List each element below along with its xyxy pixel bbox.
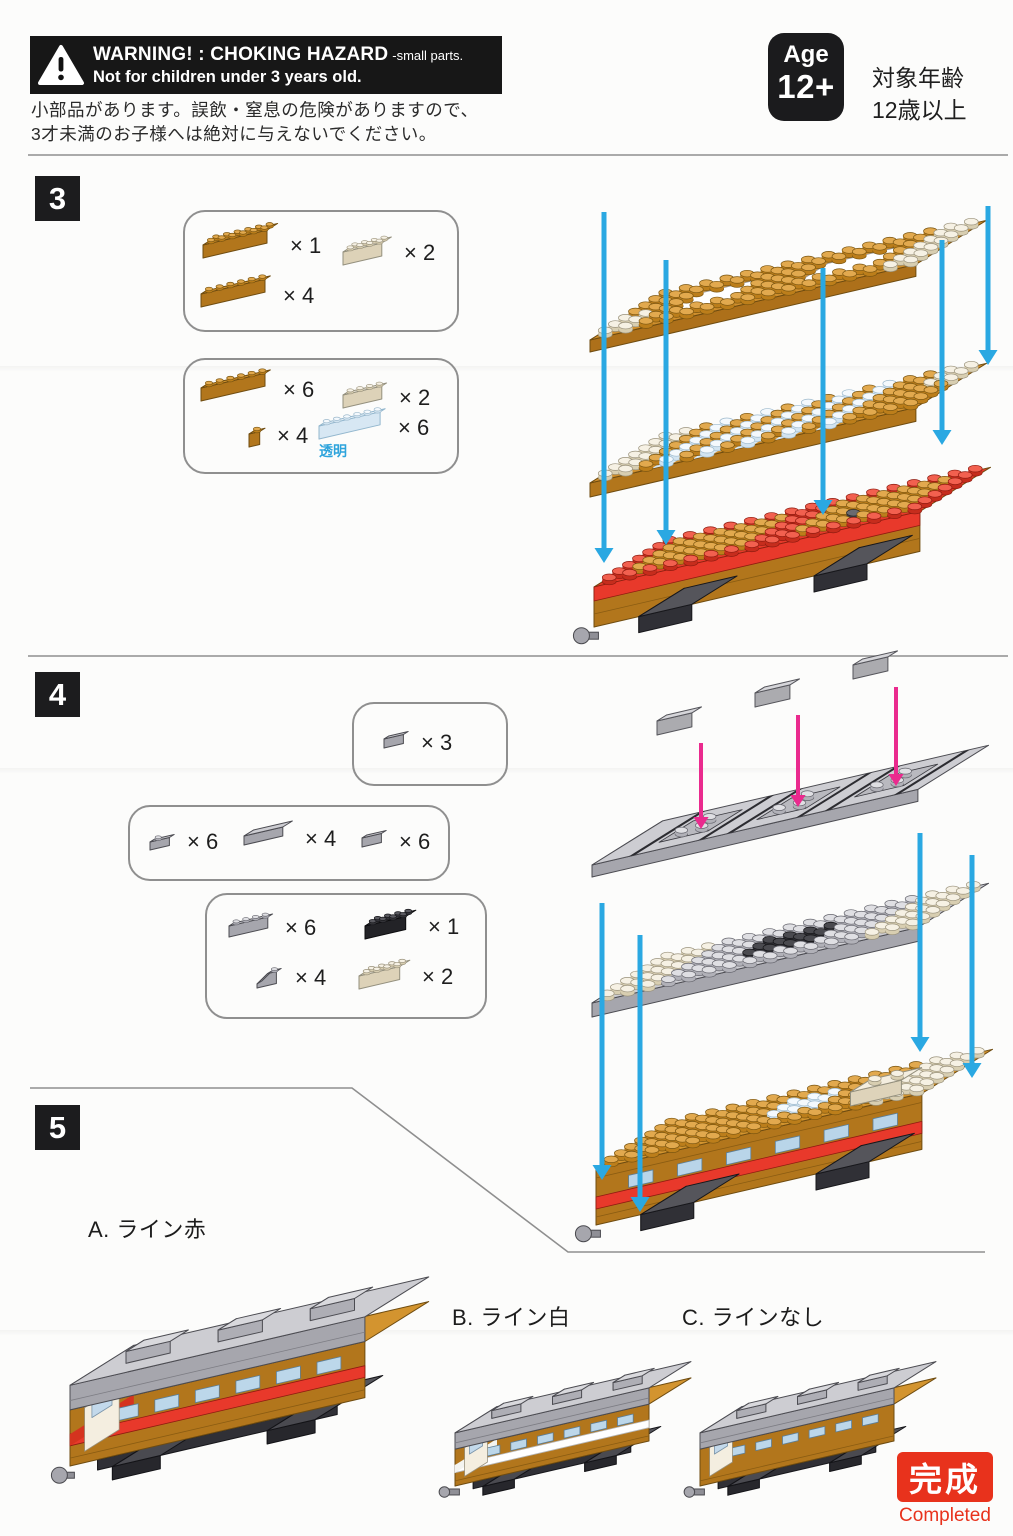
quantity-label: × 4 (305, 825, 337, 851)
quantity-label: × 1 (428, 913, 460, 939)
quantity-label: × 2 (404, 240, 436, 265)
variant-c-label: C. ラインなし (682, 1305, 825, 1330)
cream-1x4-brick-icon (342, 381, 388, 409)
train-variant-b-white-line (438, 1361, 692, 1498)
step-3-assembly-diagram (572, 206, 998, 645)
step-4-parts-box-2: × 6 × 4 × 6 (128, 805, 450, 881)
parts-item: × 4 (238, 820, 337, 852)
brown-2x6-brick-icon (202, 222, 279, 259)
parts-item: × 6 (223, 911, 316, 944)
age-target-text: 対象年齢 12歳以上 (872, 65, 967, 123)
parts-item: × 6 透明 (313, 407, 430, 459)
quantity-label: × 3 (421, 730, 453, 755)
step-3-number: 3 (35, 176, 80, 221)
variant-a-label: A. ライン赤 (88, 1217, 207, 1242)
warning-suffix: -small parts. (392, 47, 464, 63)
transparent-note: 透明 (319, 443, 347, 459)
brown-1x6-brick-icon (200, 368, 271, 402)
train-variant-c-no-line (683, 1361, 937, 1498)
age-badge-value: 12+ (777, 68, 835, 105)
step-4-parts-box-3: × 6 × 1 × 4 × 2 (205, 893, 487, 1019)
step-5-number: 5 (35, 1105, 80, 1150)
black-2x4-brick-icon (364, 908, 417, 940)
quantity-label: × 4 (295, 965, 327, 990)
parts-item: × 4 (243, 418, 308, 454)
gray-1x2-tile-icon (383, 731, 409, 749)
warning-title: WARNING! : CHOKING HAZARD (93, 43, 389, 65)
step-4-parts-box-1: × 3 (352, 702, 508, 786)
variant-b-label: B. ライン白 (452, 1305, 571, 1330)
quantity-label: × 6 (285, 914, 317, 940)
parts-item: × 1 (197, 222, 322, 265)
cream-2x4-brick-icon (358, 958, 411, 990)
gray-1x2-tile-icon (361, 830, 387, 848)
gray-1x2-plate-with-stud-icon (149, 834, 175, 851)
white-2x4-brick-icon (342, 235, 392, 266)
quantity-label: × 6 (283, 377, 315, 402)
gray-2x4-tile-icon (243, 820, 293, 846)
parts-item: × 6 (195, 368, 315, 408)
clear-1x6-brick-icon (318, 407, 386, 440)
parts-item: × 3 (378, 730, 452, 756)
quantity-label: × 6 (398, 415, 430, 440)
step-4-number: 4 (35, 672, 80, 717)
completed-english-label: Completed (899, 1505, 991, 1526)
parts-item: × 6 (356, 829, 430, 855)
warning-triangle-icon (38, 45, 84, 85)
quantity-label: × 6 (399, 829, 431, 854)
step-3-parts-box-2: × 6 × 2 × 4 × 6 透明 (183, 358, 459, 474)
parts-item: × 2 (337, 234, 435, 272)
parts-item: × 1 (359, 907, 459, 946)
parts-item: × 2 (353, 957, 453, 996)
completed-badge: 完成 (897, 1452, 993, 1502)
step-4-assembly-diagram (574, 650, 993, 1243)
train-variant-a-red-line (50, 1276, 430, 1484)
quantity-label: × 1 (290, 232, 322, 258)
parts-item: × 4 (195, 274, 315, 314)
warning-line2: Not for children under 3 years old. (93, 67, 362, 86)
quantity-label: × 4 (277, 423, 309, 448)
parts-item: × 2 (337, 380, 430, 415)
age-badge: Age 12+ (768, 33, 844, 121)
warning-banner: WARNING! : CHOKING HAZARD-small parts. N… (30, 36, 502, 94)
quantity-label: × 2 (399, 384, 431, 410)
age-badge-label: Age (783, 41, 829, 68)
brown-1x1-brick-icon (248, 426, 266, 448)
brown-1x6-brick-icon (200, 274, 271, 308)
gray-1x2-slope-icon (256, 967, 282, 989)
gray-1x4-brick-icon (228, 912, 274, 938)
parts-item: × 4 (251, 961, 326, 995)
quantity-label: × 2 (422, 963, 454, 989)
quantity-label: × 4 (283, 283, 315, 308)
jp-warning-line2: 3才未満のお子様へは絶対に与えないでください。 (31, 124, 437, 144)
jp-warning-line1: 小部品があります。誤飲・窒息の危険がありますので、 (31, 100, 479, 120)
quantity-label: × 6 (187, 829, 219, 854)
parts-item: × 6 (144, 827, 218, 857)
step-3-parts-box-1: × 1 × 2 × 4 (183, 210, 459, 332)
